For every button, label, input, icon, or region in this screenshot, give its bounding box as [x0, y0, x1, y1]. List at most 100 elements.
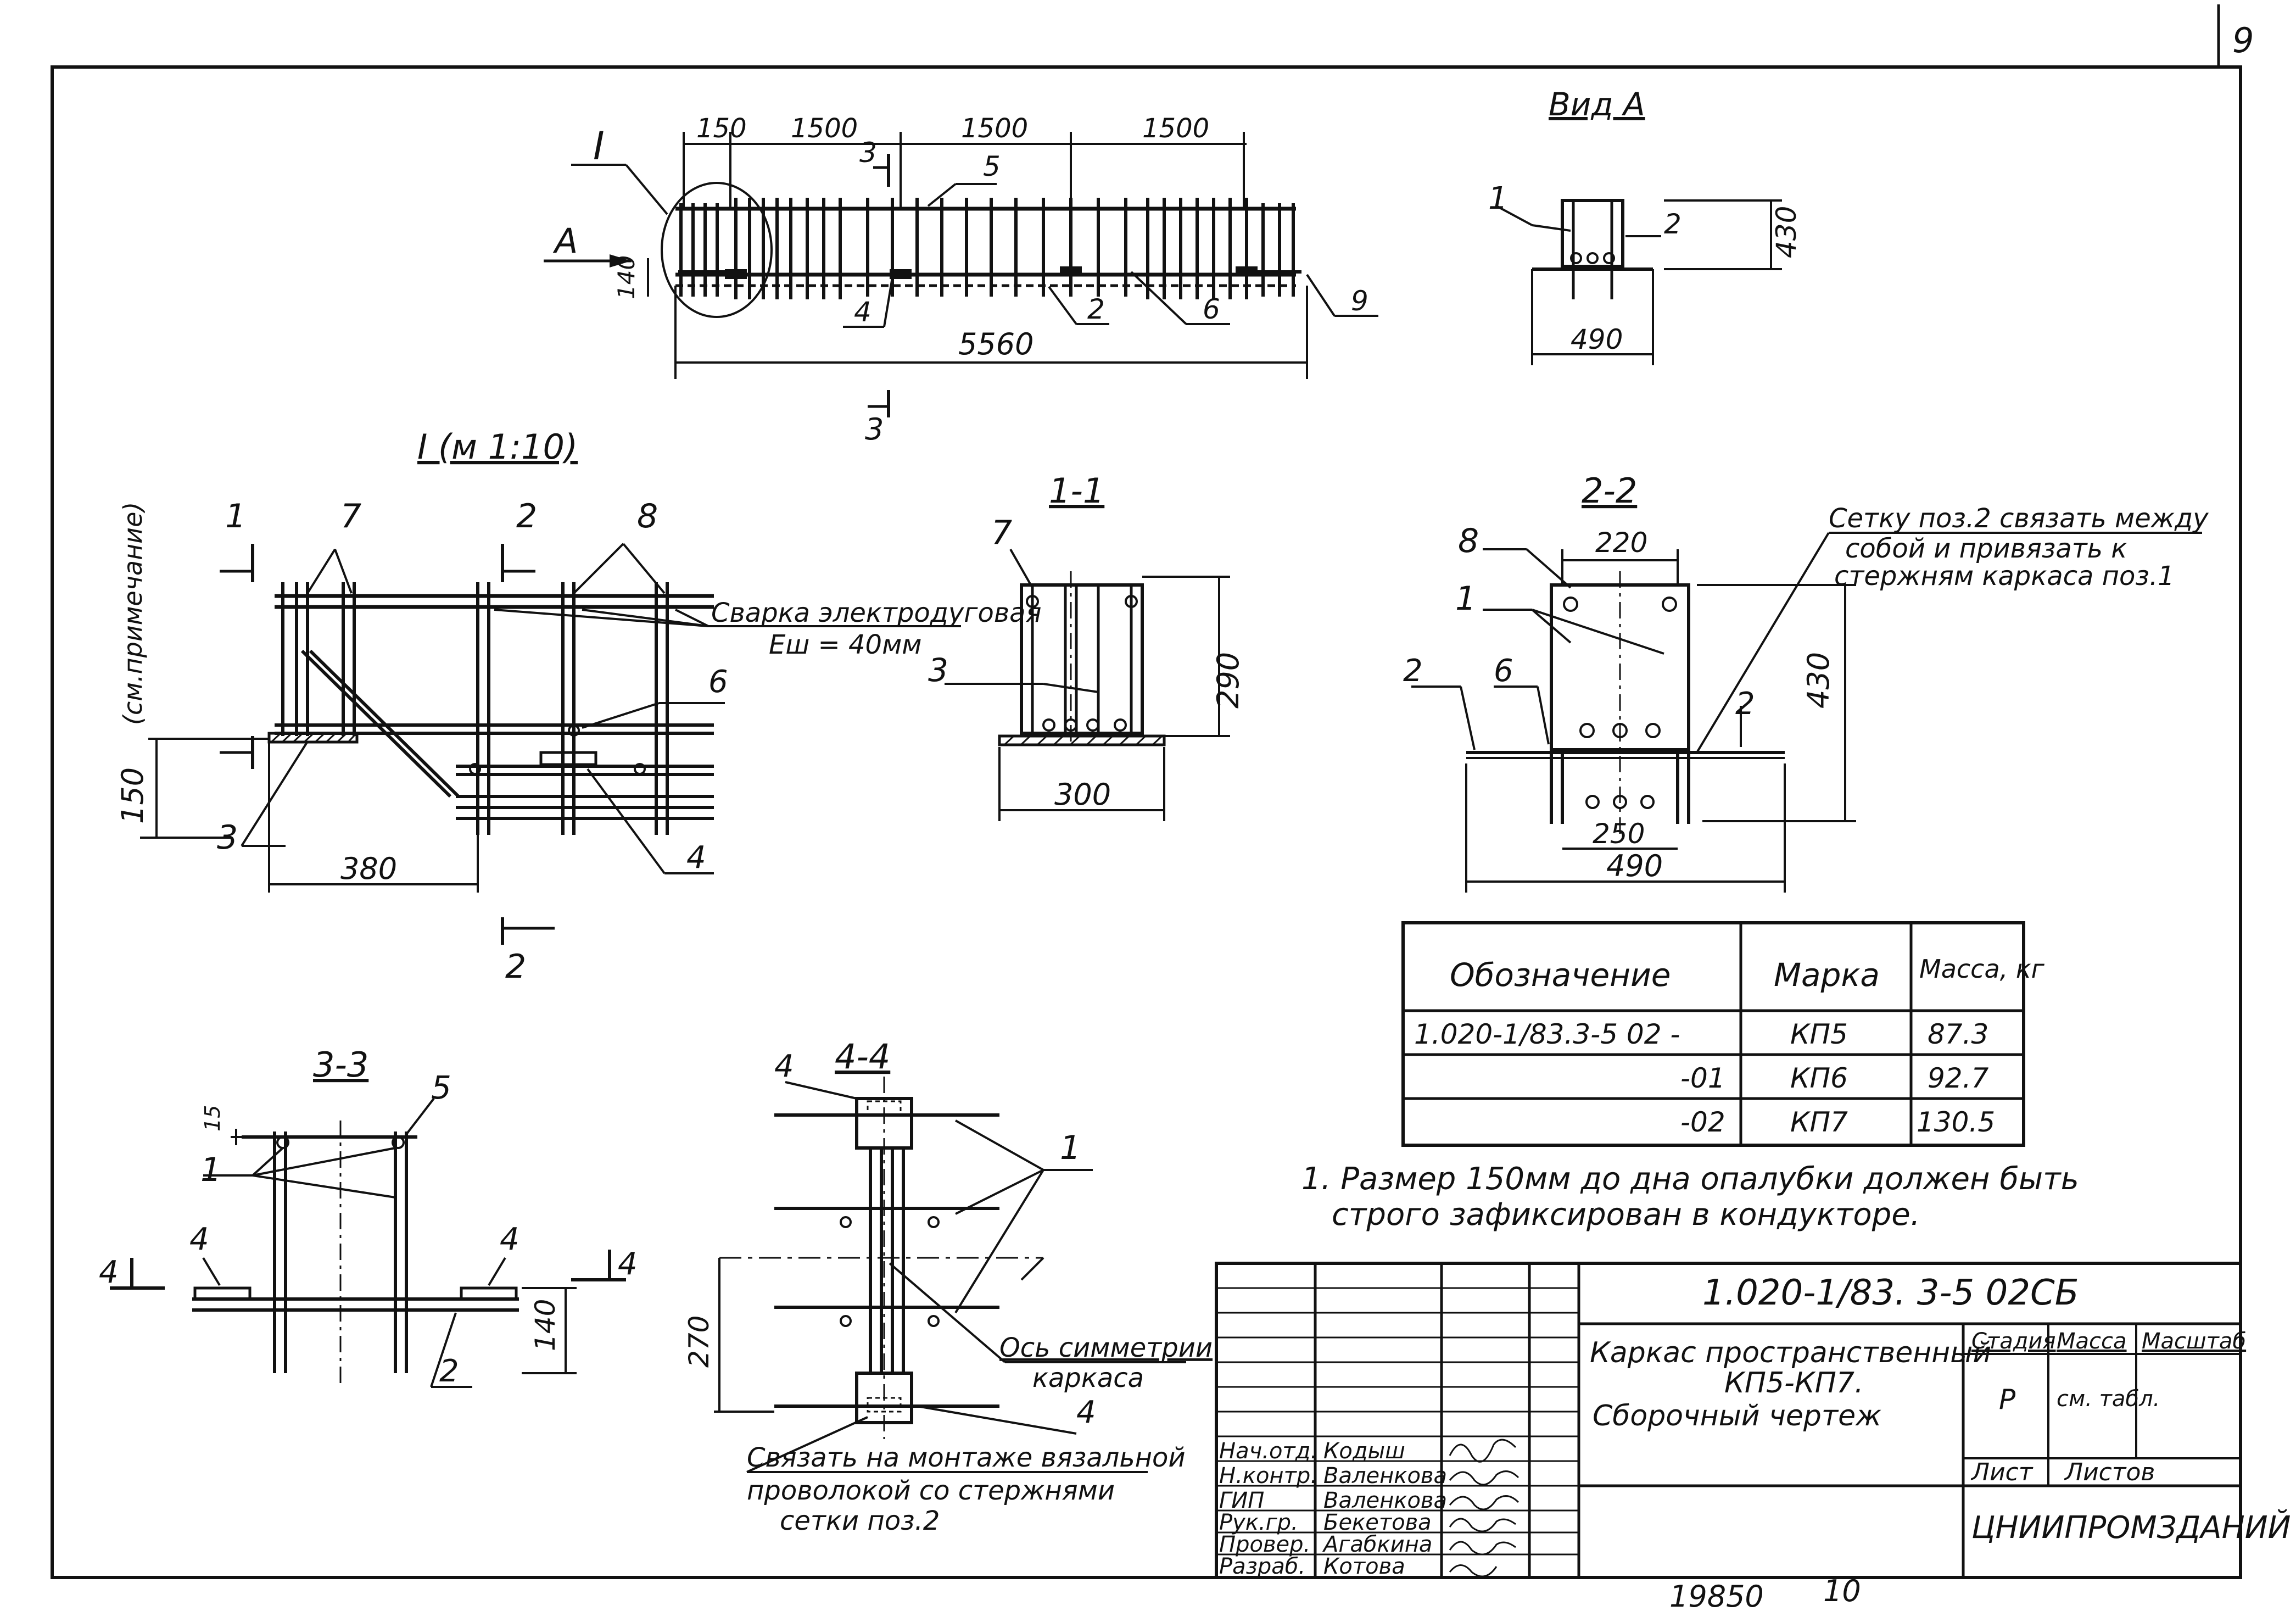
view-a: Вид А 490 430 1 2 [1488, 86, 1802, 365]
detail-I-callout-6: 6 [708, 664, 728, 700]
section-4-4-callout-4-top: 4 [774, 1049, 794, 1084]
detail-I-section-1: 1 [225, 497, 246, 536]
signatory-name-4: Бекетова [1323, 1510, 1432, 1535]
dim-140: 140 [613, 255, 640, 299]
detail-I-callout-7: 7 [340, 497, 361, 536]
tie-note-line3: сетки поз.2 [780, 1506, 940, 1536]
callout-9: 9 [1351, 285, 1368, 317]
section-2-2-note-line2: собой и привязать к [1845, 533, 2127, 564]
section-4-4-callout-4-bottom: 4 [1076, 1395, 1096, 1430]
spec-row-3-mass: 130.5 [1917, 1106, 1995, 1138]
sheets-label: Листов [2064, 1458, 2155, 1486]
weld-note-line1: Сварка электродуговая [711, 598, 1041, 628]
section-2-2-callout-2-right: 2 [1735, 686, 1755, 722]
spec-row-3-mark: КП7 [1790, 1106, 1848, 1138]
section-3-3-dim-140: 140 [529, 1299, 561, 1351]
drawing-code: 1.020-1/83. 3-5 02СБ [1702, 1273, 2079, 1313]
view-a-dim-430: 430 [1770, 206, 1802, 258]
callout-2: 2 [1087, 293, 1105, 325]
archive-sheet: 10 [1823, 1574, 1861, 1608]
dim-1500-b: 1500 [961, 113, 1028, 144]
section-1-1-callout-7: 7 [991, 514, 1012, 552]
dim-5560: 5560 [958, 327, 1034, 361]
callout-3-bottom: 3 [865, 412, 884, 447]
signatory-role-6: Разраб. [1219, 1554, 1305, 1579]
callout-3-top: 3 [859, 137, 877, 169]
main-view-label-A: A [552, 221, 578, 261]
section-3-3-callout-5: 5 [431, 1069, 451, 1106]
detail-I-callout-4: 4 [686, 840, 706, 876]
axis-note-line2: каркаса [1032, 1363, 1144, 1394]
main-view-label-I: I [593, 124, 605, 169]
section-2-2-callout-1: 1 [1455, 579, 1476, 618]
spec-row-1-designation: 1.020-1/83.3-5 02 - [1414, 1018, 1680, 1050]
signatory-role-5: Провер. [1219, 1532, 1310, 1557]
signatory-role-2: Н.контр. [1219, 1463, 1317, 1489]
section-2-2-dim-490: 490 [1606, 849, 1663, 883]
drawing-name-line3: Сборочный чертеж [1593, 1400, 1881, 1433]
section-3-3-dim-15: 15 [200, 1105, 225, 1132]
drawing-name-line2: КП5-КП7. [1724, 1367, 1864, 1400]
signatory-name-5: Агабкина [1322, 1532, 1432, 1557]
callout-4: 4 [854, 296, 872, 328]
section-2-2-callout-6: 6 [1494, 653, 1513, 689]
dim-150: 150 [696, 113, 747, 144]
spec-row-2-mass: 92.7 [1928, 1062, 1989, 1094]
view-a-title: Вид А [1549, 86, 1645, 123]
section-4-4-dim-270: 270 [683, 1316, 715, 1368]
section-3-3-callout-1: 1 [200, 1151, 221, 1189]
section-4-4: 4-4 4 1 270 Ось симметрии каркаса [683, 1036, 1213, 1536]
archive-number: 19850 [1669, 1579, 1764, 1614]
sheet-label: Лист [1970, 1458, 2034, 1486]
tie-note-line2: проволокой со стержнями [747, 1475, 1115, 1506]
general-note-line2: строго зафиксирован в кондукторе. [1332, 1197, 1920, 1233]
dim-1500-a: 1500 [791, 113, 858, 144]
spec-header-designation: Обозначение [1450, 956, 1671, 994]
section-3-3-title: 3-3 [313, 1045, 368, 1085]
section-1-1-callout-3: 3 [928, 651, 948, 689]
section-1-1-dim-290: 290 [1211, 652, 1245, 709]
sheet-number: 9 [2232, 20, 2254, 60]
signatory-name-3: Валенкова [1323, 1488, 1447, 1513]
section-1-1-dim-300: 300 [1054, 777, 1111, 812]
section-1-1-title: 1-1 [1049, 471, 1104, 511]
section-1-1: 1-1 7 3 290 300 [928, 471, 1245, 821]
section-3-3-callout-2: 2 [439, 1353, 459, 1389]
section-3-3-callout-4-left: 4 [189, 1222, 209, 1257]
section-3-3: 3-3 15 5 1 4 4 2 140 4 [99, 1045, 638, 1389]
section-2-2-dim-250: 250 [1593, 818, 1645, 850]
spec-row-1-mark: КП5 [1790, 1018, 1848, 1050]
detail-I-title: I (м 1:10) [417, 427, 578, 467]
section-3-3-callout-4-right: 4 [500, 1222, 519, 1257]
signatory-name-2: Валенкова [1323, 1463, 1447, 1489]
main-view-stirrups [679, 198, 1295, 299]
mass-label: Масса [2057, 1329, 2127, 1354]
detail-circle-I [661, 182, 773, 318]
detail-I-dim-150-note: (см.примечание) [118, 502, 148, 725]
detail-I-section-2-top: 2 [516, 497, 537, 536]
signatory-name-1: Кодыш [1323, 1439, 1405, 1464]
view-a-dim-490: 490 [1571, 324, 1623, 355]
mass-value: см. табл. [2057, 1386, 2160, 1412]
weld-note-line2: Еш = 40мм [769, 629, 921, 660]
section-2-2-note-line1: Сетку поз.2 связать между [1829, 503, 2209, 534]
scale-label: Масштаб [2142, 1329, 2246, 1354]
drawing-frame [51, 65, 2242, 1579]
section-2-2: 2-2 220 430 250 490 8 [1403, 471, 2209, 893]
section-2-2-dim-220: 220 [1595, 527, 1647, 559]
section-2-2-title: 2-2 [1582, 471, 1637, 511]
signatory-name-6: Котова [1323, 1554, 1405, 1579]
spec-row-2-designation: -01 [1680, 1062, 1725, 1094]
organization-name: ЦНИИПРОМЗДАНИЙ [1971, 1510, 2291, 1546]
tie-note-line1: Связать на монтаже вязальной [747, 1442, 1186, 1473]
detail-I-dim-150: 150 [115, 767, 150, 824]
detail-I-section-2-bottom: 2 [505, 947, 526, 986]
callout-5: 5 [983, 151, 1001, 182]
general-note-line1: 1. Размер 150мм до дна опалубки должен б… [1301, 1161, 2079, 1197]
stage-value: Р [1999, 1384, 2016, 1415]
detail-I-dim-380: 380 [340, 851, 397, 886]
callout-6: 6 [1203, 293, 1220, 325]
title-block: Нач.отд. Кодыш Н.контр. Валенкова ГИП Ва… [1215, 1262, 2291, 1579]
main-view: I A 150 1500 1500 1500 140 5560 3 3 5 [544, 113, 1378, 447]
